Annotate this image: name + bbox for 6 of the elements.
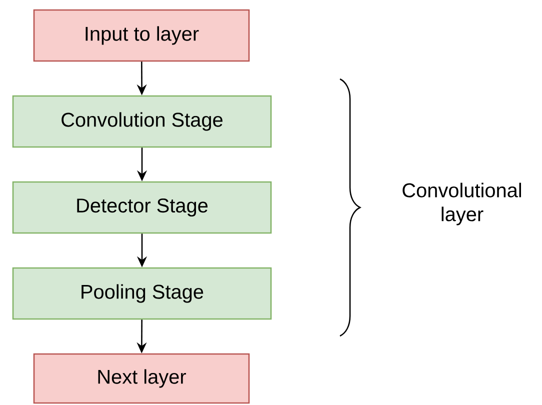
stage-box: Detector Stage [12,181,272,234]
stage-box: Convolution Stage [12,95,272,148]
layer-box: Next layer [33,353,250,404]
brace-label: Convolutional layer [402,182,522,226]
layer-box: Input to layer [33,9,250,62]
stage-box: Pooling Stage [12,267,272,320]
